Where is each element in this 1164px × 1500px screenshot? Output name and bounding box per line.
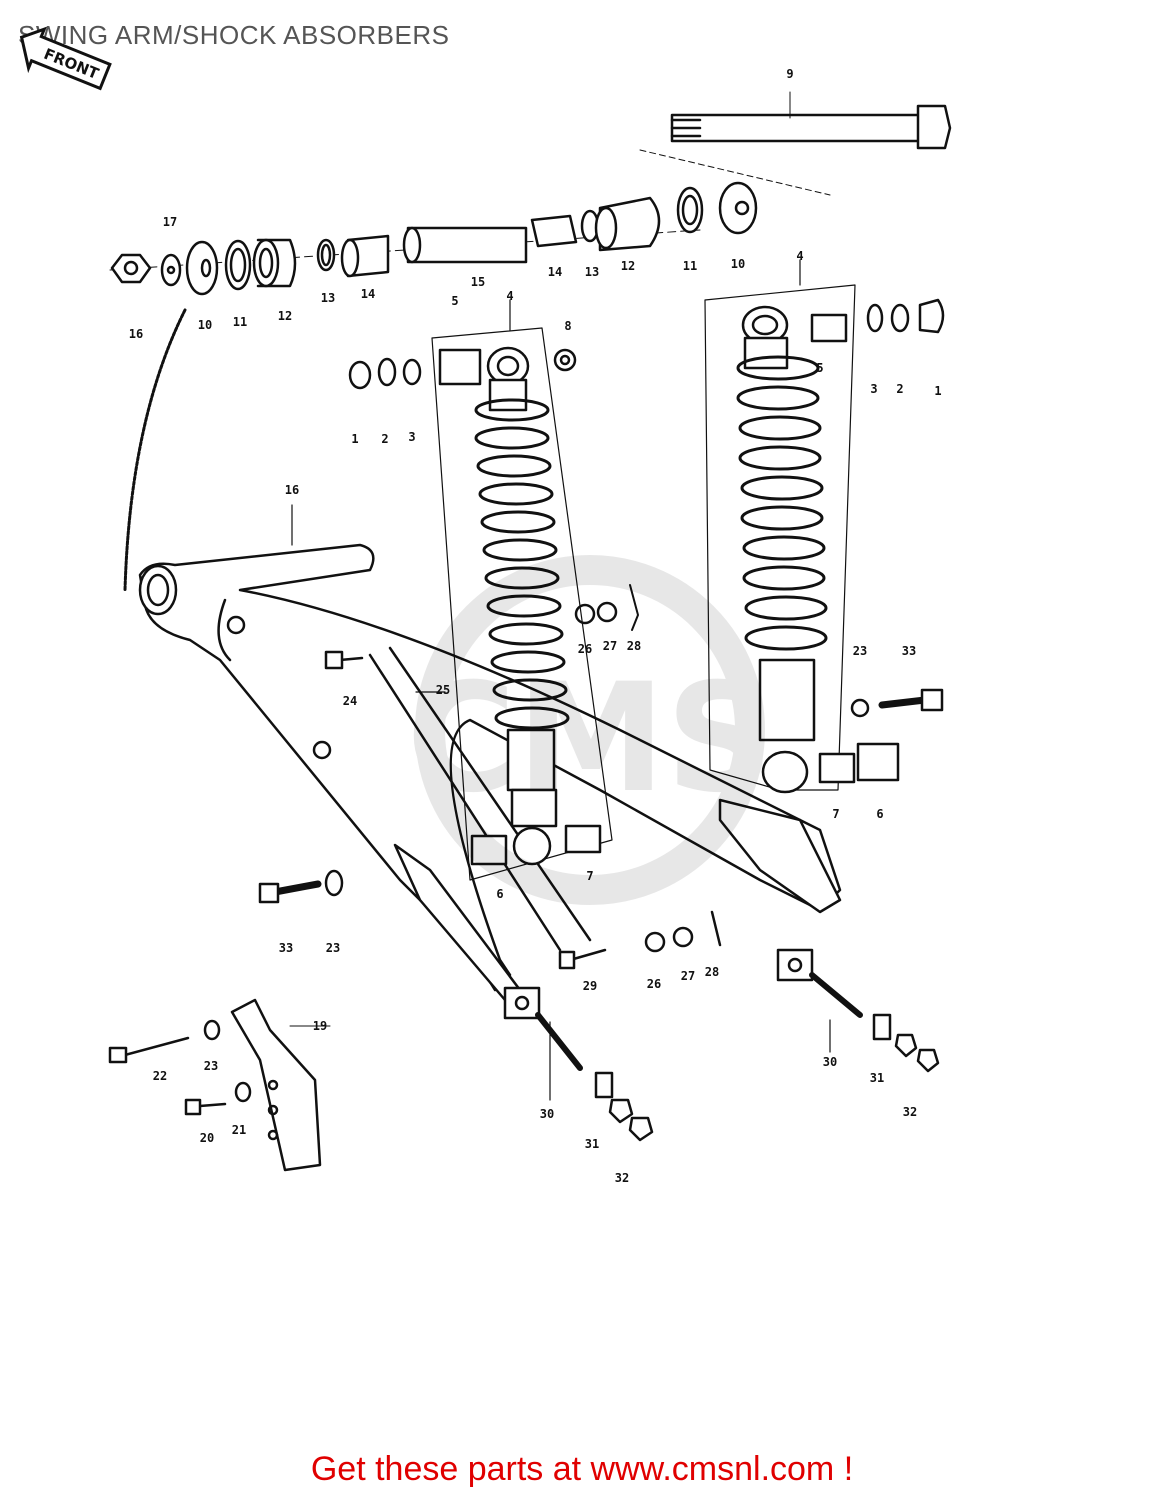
chain-adjuster-left	[503, 986, 654, 1142]
part-callout-33: 33	[902, 644, 916, 658]
part-callout-7: 7	[832, 807, 839, 821]
part-callout-15: 15	[471, 275, 485, 289]
part-callout-12: 12	[278, 309, 292, 323]
right-top-fasteners	[348, 298, 945, 390]
part-callout-10: 10	[731, 257, 745, 271]
part-callout-23: 23	[853, 644, 867, 658]
part-callout-5: 5	[451, 294, 458, 308]
cms-watermark: CMS	[406, 555, 774, 905]
part-callout-6: 6	[876, 807, 883, 821]
part-callout-10: 10	[198, 318, 212, 332]
part-callout-25: 25	[436, 683, 450, 697]
part-callout-32: 32	[903, 1105, 917, 1119]
part-callout-16: 16	[285, 483, 299, 497]
part-callout-12: 12	[621, 259, 635, 273]
part-callout-23: 23	[204, 1059, 218, 1073]
part-callout-29: 29	[583, 979, 597, 993]
part-callout-23: 23	[326, 941, 340, 955]
part-callout-24: 24	[343, 694, 357, 708]
part-callout-20: 20	[200, 1131, 214, 1145]
part-callout-31: 31	[870, 1071, 884, 1085]
part-callout-16: 16	[129, 327, 143, 341]
axle-bolt-part	[639, 91, 952, 196]
part-callout-11: 11	[683, 259, 697, 273]
part-callout-17: 17	[163, 215, 177, 229]
part-callout-5: 5	[816, 361, 823, 375]
part-callout-2: 2	[381, 432, 388, 446]
part-callout-14: 14	[548, 265, 562, 279]
chain-guard-part	[230, 998, 331, 1172]
part-callout-19: 19	[313, 1019, 327, 1033]
page-title: SWING ARM/SHOCK ABSORBERS	[18, 20, 450, 50]
part-callout-32: 32	[615, 1171, 629, 1185]
watermark-text: CMS	[406, 652, 773, 826]
part-callout-3: 3	[408, 430, 415, 444]
part-callout-11: 11	[233, 315, 247, 329]
part-callout-14: 14	[361, 287, 375, 301]
part-callout-13: 13	[321, 291, 335, 305]
part-callout-4: 4	[506, 289, 513, 303]
part-callout-26: 26	[647, 977, 661, 991]
part-callout-6: 6	[496, 887, 503, 901]
part-callout-28: 28	[627, 639, 641, 653]
left-shock-part	[431, 327, 613, 881]
part-callout-21: 21	[232, 1123, 246, 1137]
part-callout-1: 1	[351, 432, 358, 446]
part-callout-33: 33	[279, 941, 293, 955]
part-callout-2: 2	[896, 382, 903, 396]
left-pivot-stack	[110, 181, 758, 296]
part-callout-31: 31	[585, 1137, 599, 1151]
part-callout-30: 30	[823, 1055, 837, 1069]
bolt-hardware	[108, 650, 944, 1116]
part-callout-27: 27	[681, 969, 695, 983]
part-callout-13: 13	[585, 265, 599, 279]
part-callout-1: 1	[934, 384, 941, 398]
part-callout-4: 4	[796, 249, 803, 263]
part-callout-26: 26	[578, 642, 592, 656]
cmsnl-parts-link[interactable]: Get these parts at www.cmsnl.com !	[310, 1450, 854, 1488]
part-callout-8: 8	[564, 319, 571, 333]
part-callout-28: 28	[705, 965, 719, 979]
front-direction-arrow: FRONT	[19, 26, 112, 91]
chain-adjuster-right	[776, 948, 940, 1073]
part-callout-22: 22	[153, 1069, 167, 1083]
part-callout-27: 27	[603, 639, 617, 653]
right-shock-part	[704, 284, 900, 794]
swing-arm-part	[138, 543, 842, 1002]
axle-nuts	[574, 584, 722, 953]
part-callout-30: 30	[540, 1107, 554, 1121]
part-callout-7: 7	[586, 869, 593, 883]
part-callout-9: 9	[786, 67, 793, 81]
part-callout-3: 3	[870, 382, 877, 396]
